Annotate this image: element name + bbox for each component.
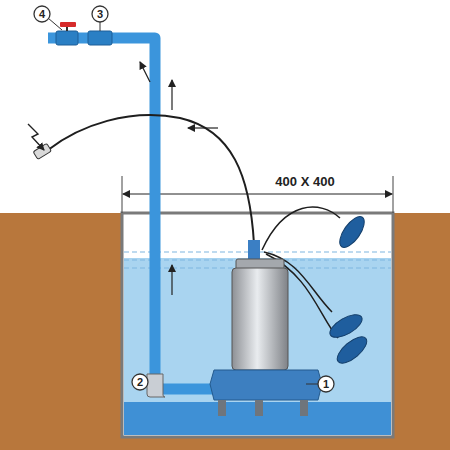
leader-line [100, 22, 101, 31]
leader-line [306, 384, 318, 385]
callout-circle [318, 376, 334, 392]
leader-line [48, 18, 62, 30]
pump-base [210, 370, 322, 400]
float-cable [262, 207, 340, 250]
flow-arrow [171, 80, 172, 110]
union-fitting [88, 31, 112, 45]
callout-number: 2 [132, 374, 148, 390]
discharge-pipe [48, 38, 215, 389]
power-cable [48, 115, 254, 244]
ground [393, 213, 450, 450]
callout-number: 1 [318, 376, 334, 392]
flow-arrow [171, 265, 172, 295]
callout-circle [92, 6, 108, 22]
extension-line [393, 176, 394, 213]
pump-foot [218, 400, 226, 416]
ground [122, 437, 393, 450]
power-plug [33, 143, 51, 159]
water [124, 258, 391, 435]
pit-wall [122, 213, 393, 437]
callout-number: 4 [34, 6, 50, 22]
dimension-line [123, 194, 392, 195]
pump-motor [232, 268, 288, 370]
valve-handle [60, 22, 76, 27]
float-switch [333, 332, 371, 367]
flow-arrow [140, 62, 150, 82]
valve-body [56, 31, 78, 45]
float-switch [335, 213, 369, 252]
callout-circle [132, 374, 148, 390]
pipe-elbow [147, 374, 165, 397]
pump-foot [300, 400, 308, 416]
ground [0, 213, 122, 450]
dimension-label: 400 X 400 [250, 174, 360, 189]
electric-symbol [28, 124, 44, 150]
callout-number: 3 [92, 6, 108, 22]
pump-foot [255, 400, 263, 416]
extension-line [122, 176, 123, 213]
callout-circle [34, 6, 50, 22]
